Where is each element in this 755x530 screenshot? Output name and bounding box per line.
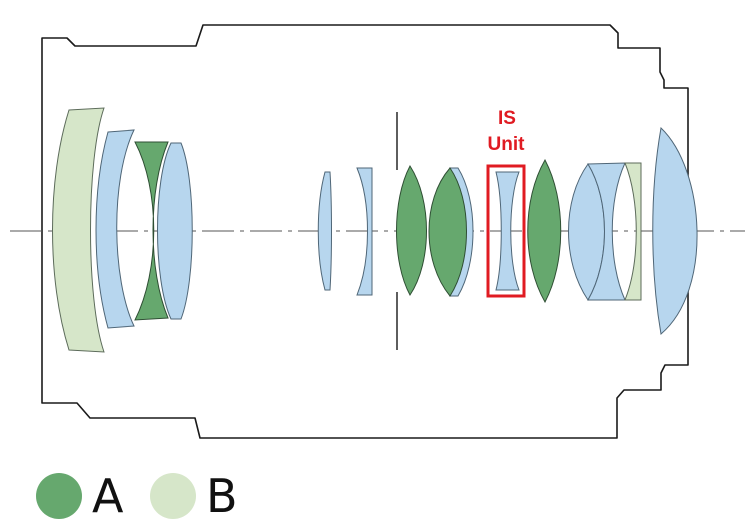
lens-element-2: [95, 129, 135, 329]
lens-element-4: [157, 142, 193, 320]
is-unit-label-line1: IS: [498, 108, 516, 129]
legend-swatch-b: [150, 473, 196, 519]
legend-swatch-a: [36, 473, 82, 519]
lens-element-13-type-b: [624, 162, 642, 301]
is-unit-highlight-box: [486, 164, 526, 298]
lens-cross-section-diagram: IS Unit: [10, 24, 745, 439]
legend-label-a: A: [92, 469, 124, 523]
lens-element-10-type-a: [527, 158, 562, 304]
legend-label-b: B: [206, 469, 238, 523]
lens-element-3-type-a: [134, 141, 169, 321]
is-unit-lens-element: [495, 171, 520, 291]
legend-item-b: B: [150, 468, 238, 524]
lens-element-9-type-a: [428, 167, 467, 297]
lens-element-7-type-a: [396, 165, 427, 296]
legend-item-a: A: [36, 468, 123, 524]
lens-element-5: [317, 171, 332, 291]
is-unit-label-line2: Unit: [488, 134, 526, 155]
lens-element-14-rear: [652, 126, 698, 335]
lens-element-6: [356, 167, 373, 296]
lens-element-1-type-b: [52, 107, 105, 353]
